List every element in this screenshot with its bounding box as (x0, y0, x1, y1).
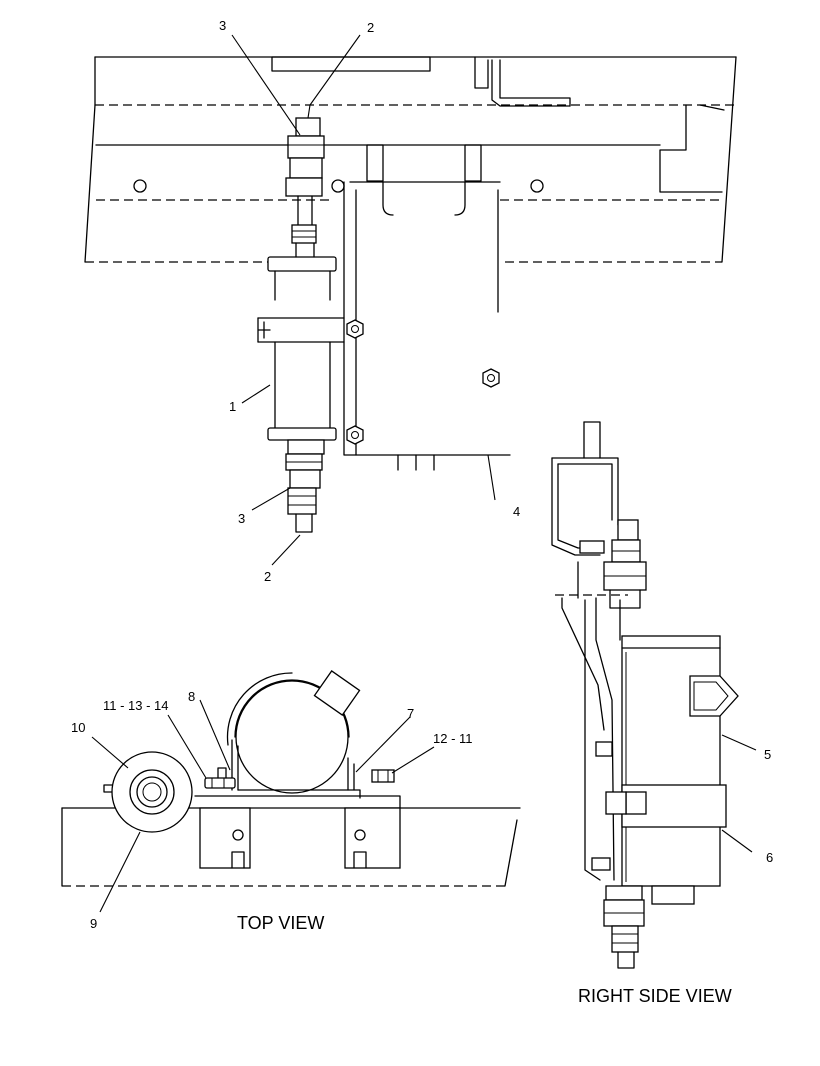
callout-2-top: 2 (367, 20, 374, 35)
right-side-view-assembly (551, 421, 739, 969)
callout-7: 7 (407, 706, 414, 721)
hex-nut-icon (346, 319, 364, 339)
callout-4: 4 (513, 504, 520, 519)
callout-3-top: 3 (219, 18, 226, 33)
plate-bracket (343, 181, 511, 471)
callout-10: 10 (71, 720, 85, 735)
callout-1: 1 (229, 399, 236, 414)
fitting-bottom (285, 439, 325, 533)
top-view-assembly (61, 670, 521, 887)
fitting-top (285, 117, 325, 258)
callout-3-bottom: 3 (238, 511, 245, 526)
callout-2-bottom: 2 (264, 569, 271, 584)
hex-nut-icon (482, 368, 500, 388)
top-view-label: TOP VIEW (237, 913, 324, 933)
callout-5: 5 (764, 747, 771, 762)
leader-lines-top-view (91, 699, 435, 913)
right-side-view-label: RIGHT SIDE VIEW (578, 986, 732, 1006)
frame-rail-top-assembly (84, 56, 737, 263)
callout-8: 8 (188, 689, 195, 704)
callout-11-13-14: 11 - 13 - 14 (103, 698, 169, 713)
callout-9: 9 (90, 916, 97, 931)
leader-lines-upper (231, 34, 496, 566)
dryer-canister-top (257, 256, 345, 441)
hex-nut-icon (346, 425, 364, 445)
callout-12-11: 12 - 11 (433, 731, 473, 746)
leader-lines-side-view (721, 734, 757, 853)
callout-6: 6 (766, 850, 773, 865)
